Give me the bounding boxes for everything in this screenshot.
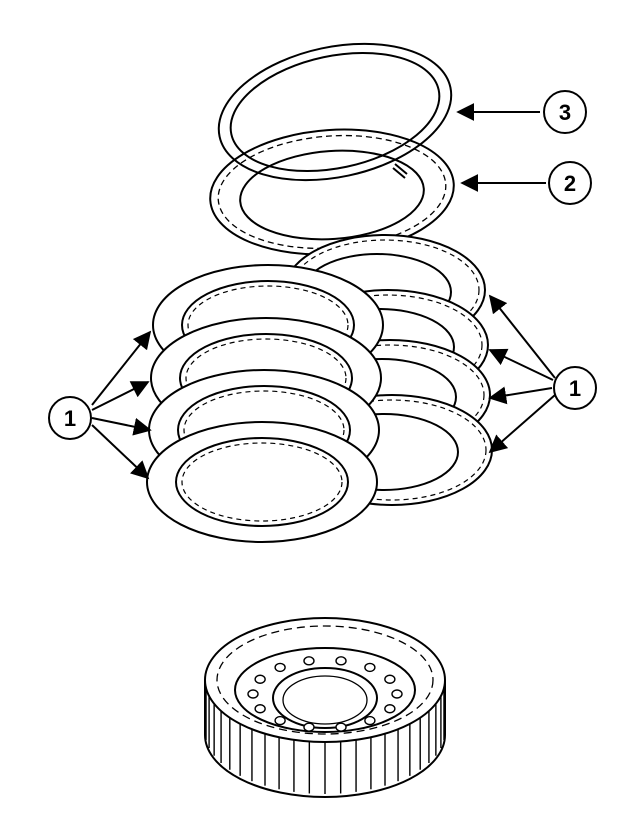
callout-3-label: 3 — [559, 100, 571, 125]
hub-hole — [335, 722, 347, 732]
hub-hole — [303, 656, 315, 666]
callout-1-left: 1 — [48, 330, 152, 480]
hub-hole — [274, 715, 286, 726]
hub-hole — [364, 662, 376, 673]
snap-ring — [217, 42, 453, 182]
hub-hole — [247, 689, 259, 699]
callout-1-right: 1 — [488, 294, 597, 454]
hub-hole — [391, 689, 403, 699]
friction-plate-4 — [146, 421, 378, 543]
callout-2-label: 2 — [564, 171, 576, 196]
hub-hole — [335, 656, 347, 666]
hub-hole — [384, 674, 396, 684]
hub-hole — [364, 715, 376, 726]
hub-hole — [274, 662, 286, 673]
hub-hole — [254, 674, 266, 684]
hub-hole — [303, 722, 315, 732]
callout-1-right-label: 1 — [569, 376, 581, 401]
friction-plates-left — [146, 264, 384, 543]
callout-1-left-label: 1 — [64, 406, 76, 431]
hub-hole — [384, 704, 396, 714]
callout-3: 3 — [456, 90, 587, 134]
callout-2: 2 — [460, 161, 592, 205]
clutch-hub — [204, 617, 446, 798]
hub-hole — [254, 704, 266, 714]
